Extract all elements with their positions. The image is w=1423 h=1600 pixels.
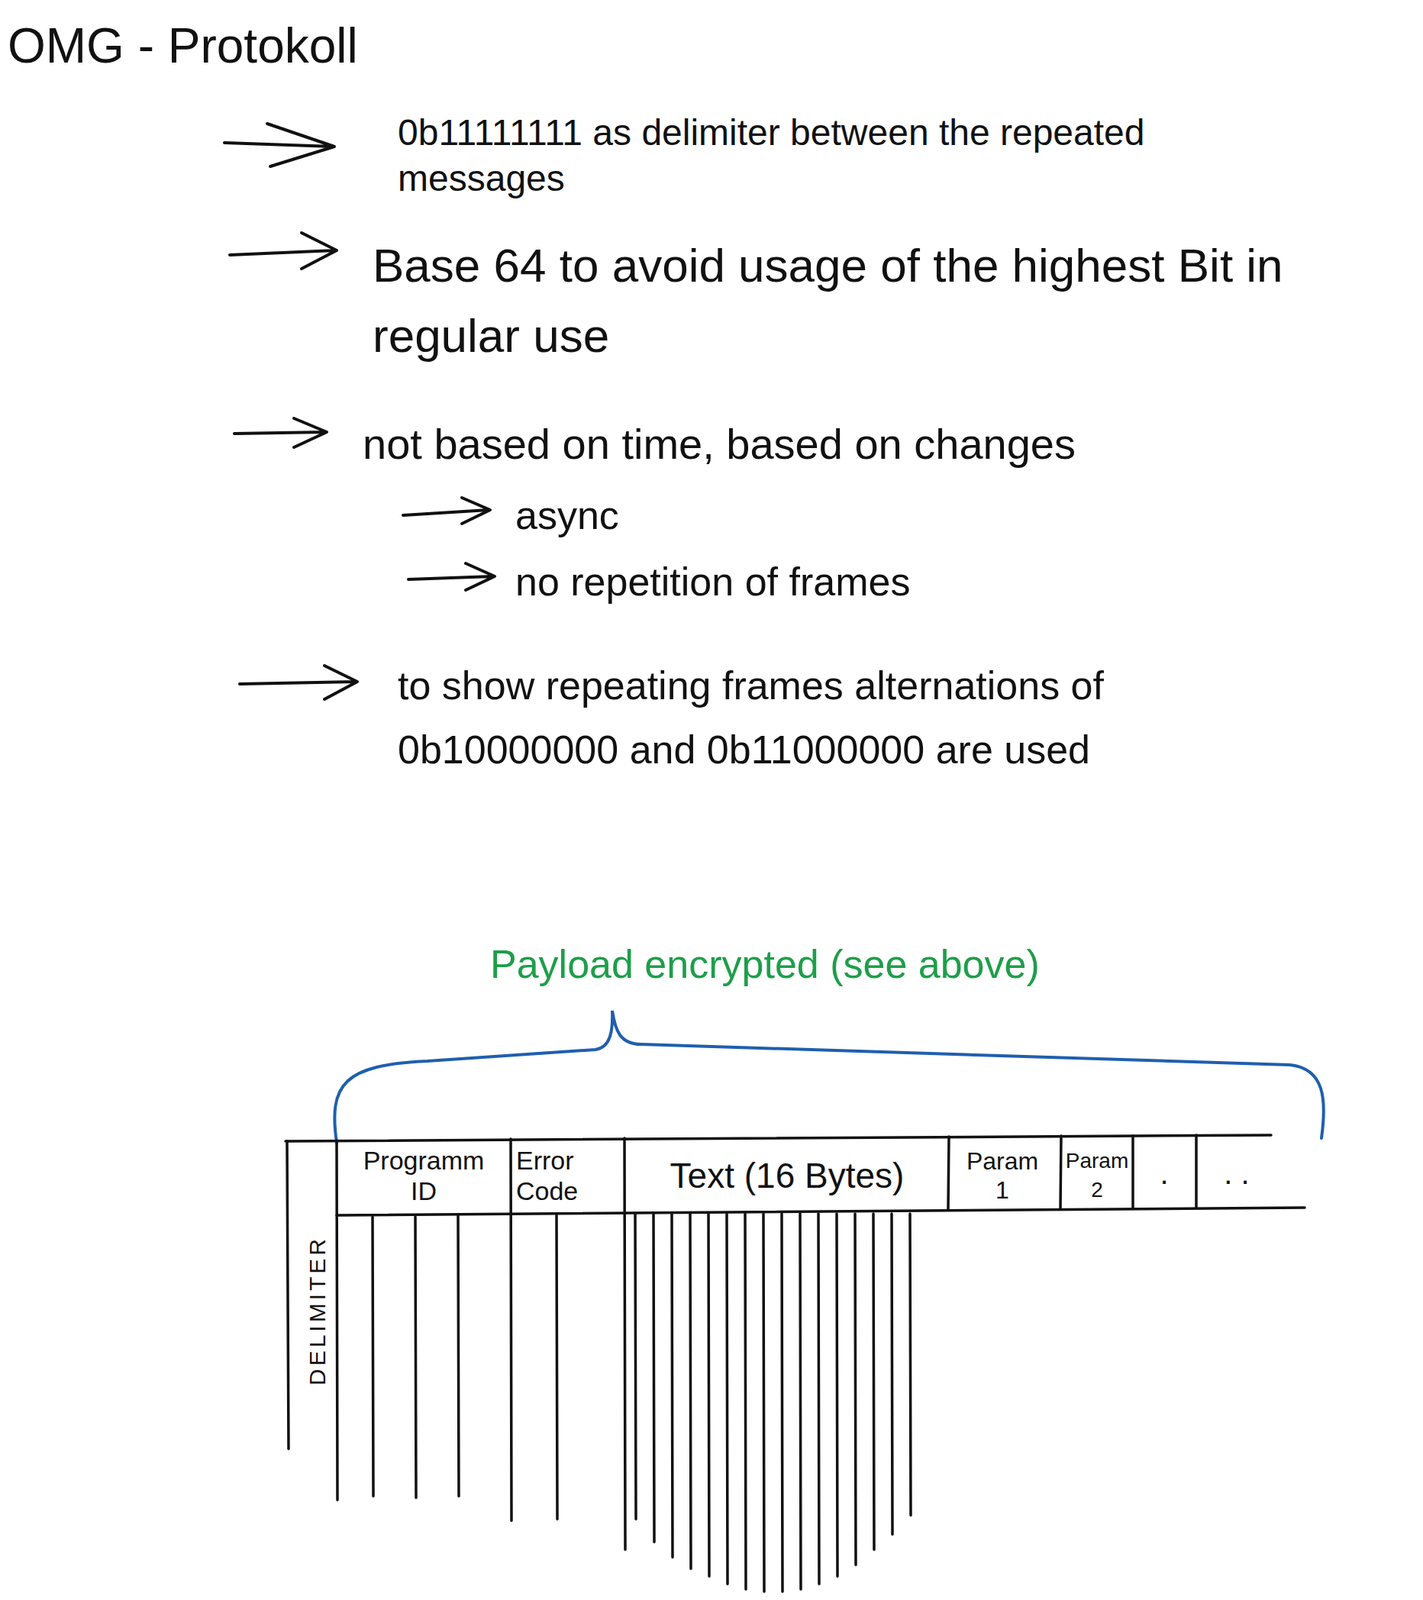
table-cell: DELIMITER <box>303 1173 332 1449</box>
table-cell: Param 2 <box>1064 1146 1130 1205</box>
table-cell: . <box>1137 1154 1191 1193</box>
sub-note: no repetition of frames <box>515 556 1203 607</box>
bullet-arrow <box>403 497 491 524</box>
table-cell: Text (16 Bytes) <box>630 1154 944 1198</box>
table-top-line <box>285 1135 1272 1142</box>
bullet-arrow <box>224 123 335 167</box>
table-header-line <box>336 1207 1305 1216</box>
error-code-bit <box>556 1215 558 1520</box>
table-cell: Param 1 <box>960 1146 1045 1205</box>
frame-table <box>285 1135 1305 1592</box>
arrows <box>224 123 495 700</box>
note: not based on time, based on changes <box>362 417 1417 472</box>
bullet-arrow <box>234 418 327 448</box>
table-cell: . . <box>1206 1154 1268 1193</box>
sub-note: async <box>515 490 821 541</box>
bullet-arrow <box>408 563 495 591</box>
note: to show repeating frames alternations of… <box>397 653 1162 782</box>
table-cell: Error Code <box>516 1145 620 1207</box>
note: 0b11111111 as delimiter between the repe… <box>397 109 1162 202</box>
title: OMG - Protokoll <box>7 15 695 77</box>
payload-brace <box>334 1010 1324 1143</box>
note: Base 64 to avoid usage of the highest Bi… <box>372 230 1289 372</box>
text-bytes <box>635 1213 911 1592</box>
payload-note: Payload encrypted (see above) <box>490 938 1178 990</box>
table-cell: Programm ID <box>354 1145 493 1207</box>
bullet-arrow <box>229 232 337 269</box>
bullet-arrow <box>239 665 358 700</box>
column-separators <box>336 1135 1197 1550</box>
delimiter-border <box>287 1141 289 1449</box>
programm-id-bits <box>372 1216 459 1498</box>
